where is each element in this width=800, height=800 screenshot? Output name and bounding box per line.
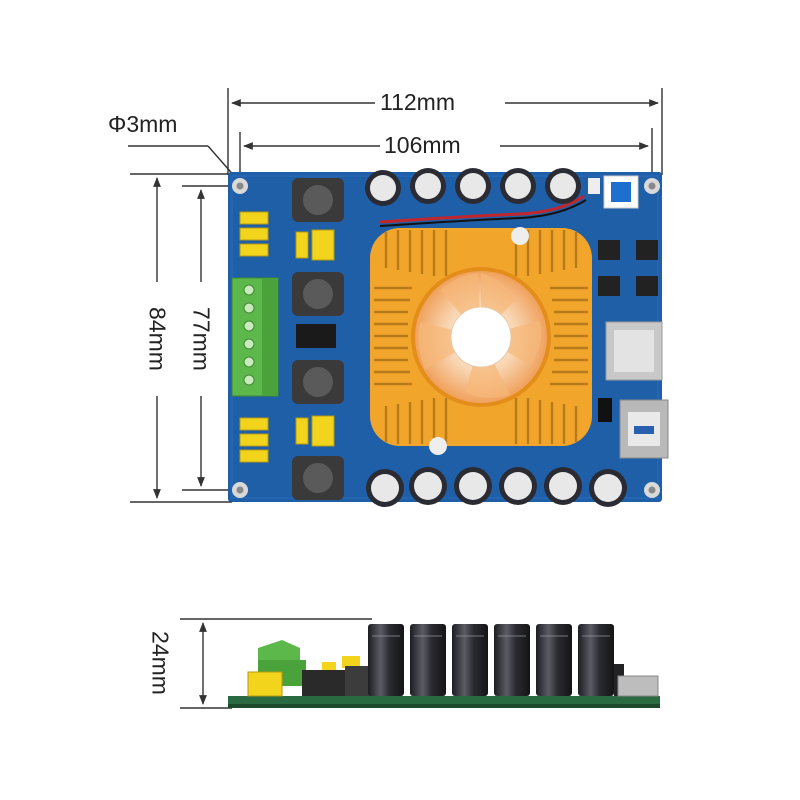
- dim-hole-diameter: Φ3mm: [108, 111, 178, 137]
- ic-chip: [296, 324, 336, 348]
- dim-total-height: 84mm: [144, 307, 171, 371]
- inductors: [292, 178, 344, 500]
- board-top-view: [228, 168, 669, 507]
- jumper-blocks-bottom: [239, 417, 269, 463]
- dim-total-width: 112mm: [380, 89, 455, 115]
- dimension-lines: [128, 88, 663, 503]
- film-capacitors: [295, 229, 335, 447]
- board-side-view: [228, 624, 660, 708]
- terminal-block: [231, 277, 279, 397]
- dim-hole-spacing-height: 77mm: [188, 307, 215, 371]
- side-view-dimension: [180, 618, 372, 709]
- side-capacitors: [368, 624, 614, 696]
- jumper-blocks-top: [239, 211, 269, 257]
- dim-board-thickness: 24mm: [147, 631, 174, 695]
- mounting-holes: [232, 178, 660, 498]
- right-side-components: [588, 175, 669, 459]
- heatsink: [370, 194, 592, 455]
- capacitors-bottom: [366, 467, 627, 507]
- dim-hole-spacing-width: 106mm: [384, 132, 461, 158]
- capacitors-top: [365, 168, 581, 206]
